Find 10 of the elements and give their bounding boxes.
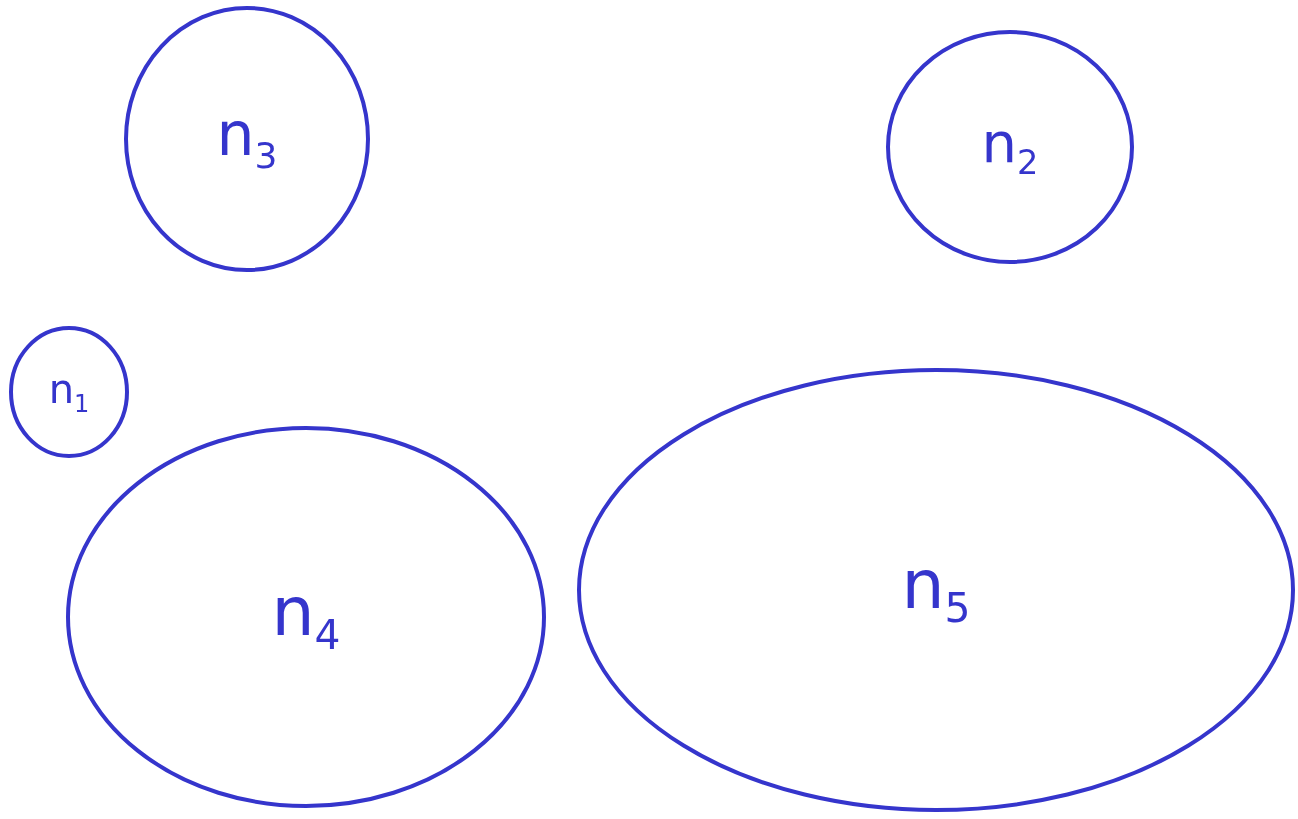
node-label: n$_{4}$ bbox=[271, 577, 341, 657]
node-label: n$_{3}$ bbox=[216, 104, 278, 174]
node-label: n$_{5}$ bbox=[901, 550, 971, 630]
node-label: n$_{1}$ bbox=[48, 368, 90, 416]
ellipse-node bbox=[886, 30, 1134, 264]
ellipse-node bbox=[577, 368, 1295, 812]
ellipse-node bbox=[9, 326, 129, 458]
node-label: n$_{2}$ bbox=[981, 114, 1039, 180]
ellipse-node bbox=[124, 6, 370, 272]
ellipse-node bbox=[66, 426, 546, 808]
